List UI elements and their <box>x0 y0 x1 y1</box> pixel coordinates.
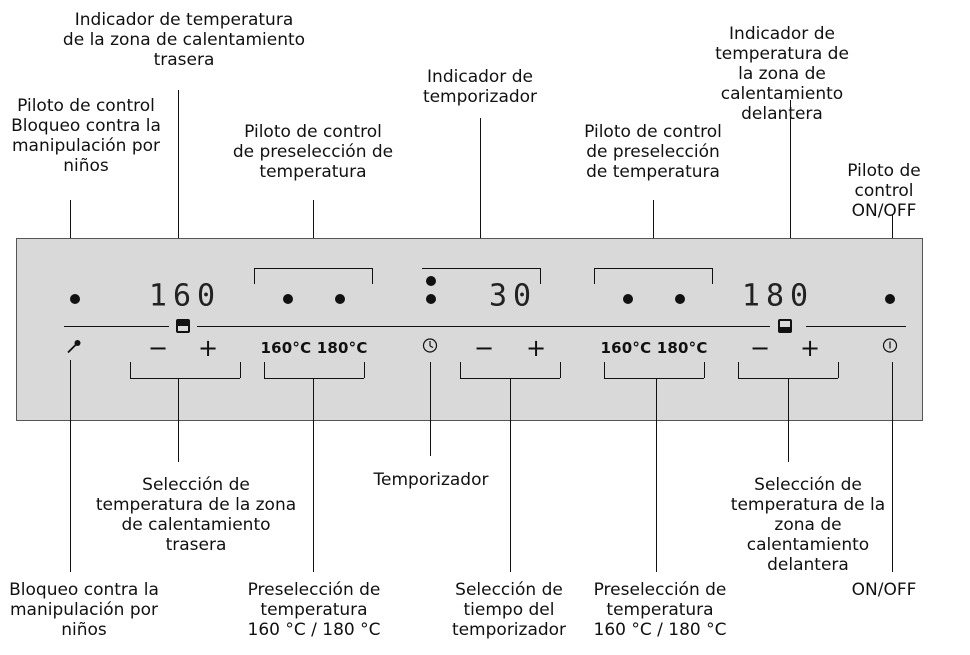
label-rear-temp-select: Selección de temperatura de la zona de c… <box>95 475 297 555</box>
bracket-preselect-right <box>594 268 712 269</box>
preset-buttons-left[interactable]: 160°C 180°C <box>260 339 368 357</box>
power-icon[interactable] <box>882 338 898 359</box>
preselect-180-light-left <box>335 294 345 304</box>
label-timer: Temporizador <box>373 470 489 490</box>
label-timer-time-select: Selección de tiempo del temporizador <box>451 580 567 640</box>
leader-timer <box>430 362 431 456</box>
leader-childlock <box>70 360 71 572</box>
timer-minus-button[interactable]: − <box>473 334 495 362</box>
rear-zone-icon <box>176 319 190 333</box>
label-preselect-light-left: Piloto de control de preselección de tem… <box>232 122 394 182</box>
preset-buttons-right[interactable]: 160°C 180°C <box>600 339 708 357</box>
label-front-temp-indicator: Indicador de temperatura de la zona de c… <box>715 24 849 124</box>
front-zone-icon <box>778 319 792 333</box>
bracket-preselect-left <box>254 268 372 269</box>
leader-rear-temp-indicator <box>178 90 179 267</box>
leader-timer-indicator <box>480 118 481 269</box>
key-icon[interactable] <box>66 339 82 360</box>
childlock-pilot-light <box>70 294 80 304</box>
timer-display: 30 <box>488 278 538 314</box>
leader-preselect-left <box>313 200 314 268</box>
onoff-pilot-light <box>885 294 895 304</box>
timer-light-top <box>426 276 436 286</box>
rear-minus-button[interactable]: − <box>147 334 169 362</box>
leader-timer-select <box>510 378 511 572</box>
label-timer-indicator: Indicador de temporizador <box>422 67 538 107</box>
timer-light-bottom <box>426 294 436 304</box>
preselect-160-light-right <box>623 294 633 304</box>
divider-left <box>64 326 169 327</box>
divider-right <box>806 326 906 327</box>
bracket-rear-select <box>130 378 240 379</box>
label-rear-temp-indicator: Indicador de temperatura de la zona de c… <box>62 10 306 70</box>
label-preselect-light-right: Piloto de control de preselección de tem… <box>584 122 722 182</box>
leader-rear-select <box>178 378 179 462</box>
label-preselect-right: Preselección de temperatura 160 °C / 180… <box>593 580 727 640</box>
leader-front-temp-indicator <box>790 100 791 267</box>
bracket-timer-display <box>422 268 540 269</box>
label-childlock: Bloqueo contra la manipulación por niños <box>9 580 159 640</box>
preselect-160-light-left <box>283 294 293 304</box>
front-minus-button[interactable]: − <box>749 334 771 362</box>
label-front-temp-select: Selección de temperatura de la zona de c… <box>730 475 886 575</box>
front-temp-display: 180 <box>741 278 815 314</box>
leader-preselect-right <box>653 200 654 268</box>
rear-temp-display: 160 <box>148 278 222 314</box>
label-onoff: ON/OFF <box>851 580 917 600</box>
front-plus-button[interactable]: + <box>799 334 821 362</box>
label-preselect-left: Preselección de temperatura 160 °C / 180… <box>247 580 381 640</box>
bracket-preselect-left-bottom <box>264 378 364 379</box>
leader-onoff <box>892 362 893 572</box>
timer-plus-button[interactable]: + <box>525 334 547 362</box>
leader-preselect-right-bottom <box>656 378 657 572</box>
divider-middle <box>197 326 770 327</box>
leader-preselect-left-bottom <box>313 378 314 572</box>
preselect-180-light-right <box>675 294 685 304</box>
label-onoff-light: Piloto de control ON/OFF <box>847 161 921 221</box>
label-childlock-light: Piloto de control Bloqueo contra la mani… <box>11 96 161 176</box>
leader-childlock-light <box>70 200 71 267</box>
timer-icon[interactable] <box>422 338 438 359</box>
bracket-preselect-right-bottom <box>604 378 704 379</box>
leader-front-select <box>788 378 789 462</box>
rear-plus-button[interactable]: + <box>197 334 219 362</box>
